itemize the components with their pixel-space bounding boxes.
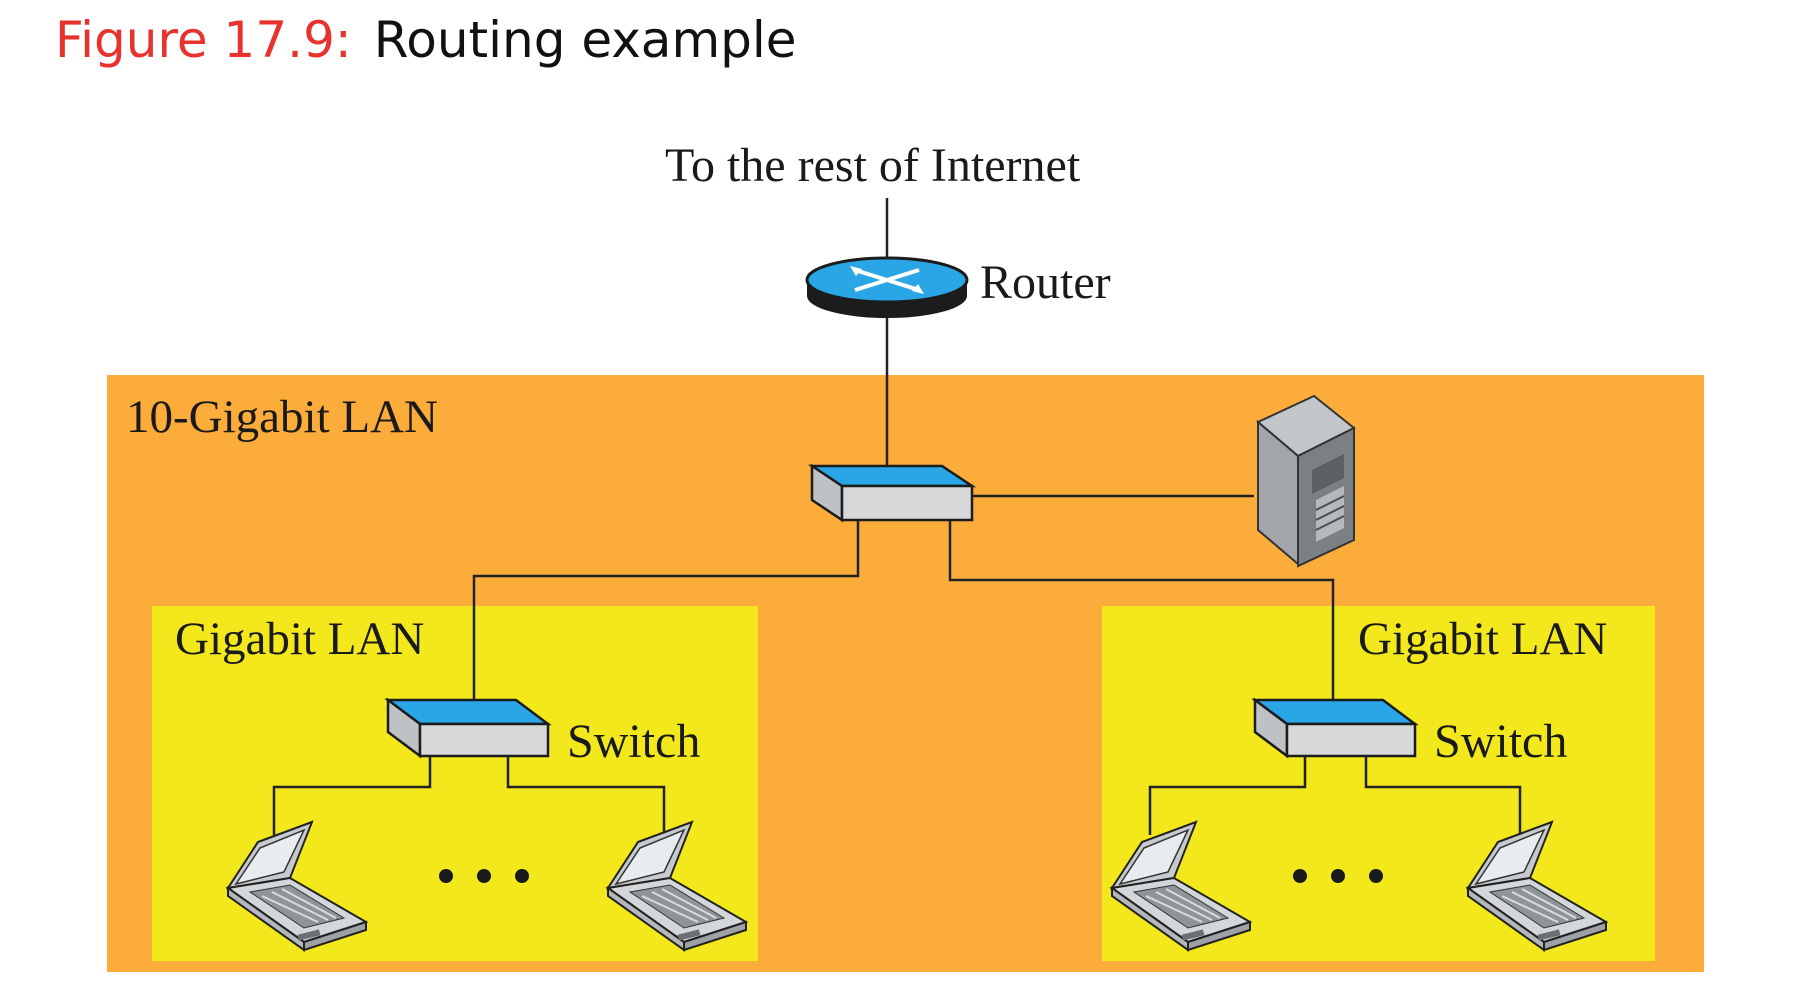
connection-lines [272, 198, 1522, 835]
router-icon [805, 256, 969, 318]
backbone-lan-label: 10-Gigabit LAN [126, 391, 438, 443]
backbone-switch-icon [807, 463, 977, 523]
left-lan-label: Gigabit LAN [175, 613, 424, 665]
right-lan-label: Gigabit LAN [1358, 613, 1607, 665]
figure-caption: Routing example [373, 11, 797, 69]
figure-number: Figure 17.9: [55, 11, 352, 69]
left-switch-icon [384, 697, 552, 759]
figure-title: Figure 17.9: Routing example [55, 8, 797, 72]
right-switch-label: Switch [1434, 715, 1567, 768]
left-switch-label: Switch [567, 715, 700, 768]
router-label: Router [980, 256, 1111, 309]
left-ellipsis-icon [439, 869, 529, 883]
right-switch-icon [1251, 697, 1419, 759]
right-ellipsis-icon [1293, 869, 1383, 883]
server-icon [1256, 394, 1356, 568]
internet-label: To the rest of Internet [665, 139, 1081, 192]
